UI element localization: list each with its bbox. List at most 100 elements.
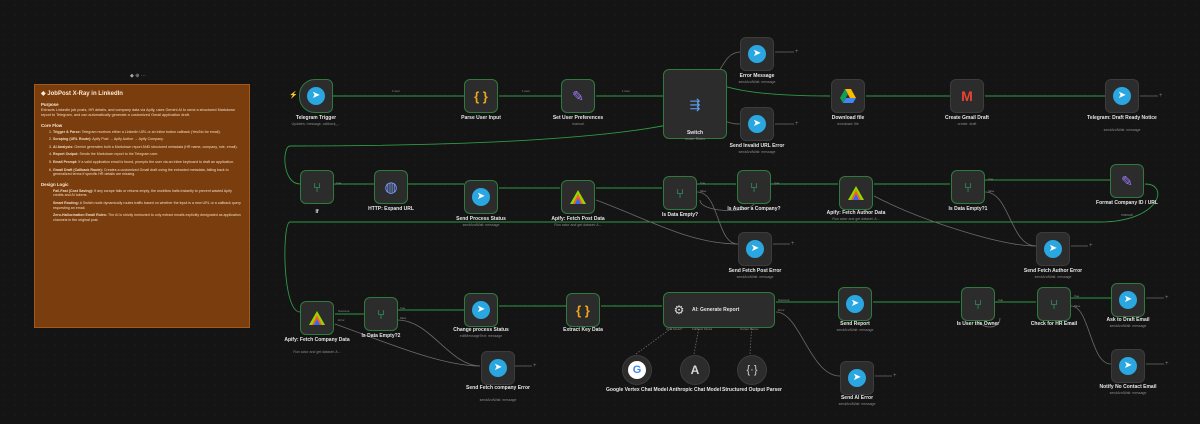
sticky-note[interactable]: ◆ JobPost X-Ray in LinkedIn Purpose Extr… <box>34 84 250 328</box>
node-anthropic[interactable]: A <box>680 355 710 385</box>
if-branch-icon: ⑂ <box>1050 296 1058 312</box>
node-is-data-empty[interactable]: ⑂ <box>663 176 697 210</box>
node-error-message[interactable]: ➤ <box>740 37 774 71</box>
node-http-expand-url[interactable]: ◍ <box>374 170 408 204</box>
code-braces-icon: { } <box>576 302 590 318</box>
node-label: Send Invalid URL Error <box>729 143 785 149</box>
gmail-icon: M <box>961 88 973 104</box>
globe-icon: ◍ <box>384 178 398 196</box>
add-node-plus-icon[interactable]: + <box>795 49 799 55</box>
node-subtitle: download: file <box>837 122 859 126</box>
node-subtitle: sendAndWait: message <box>462 223 500 227</box>
if-branch-icon: ⑂ <box>974 296 982 312</box>
node-extract-key-data[interactable]: { } <box>566 293 600 327</box>
node-send-report[interactable]: ➤ <box>838 287 872 321</box>
node-subtitle: manual <box>572 122 584 126</box>
add-node-plus-icon[interactable]: + <box>1165 361 1169 367</box>
add-node-plus-icon[interactable]: + <box>791 241 795 247</box>
node-send-process-status[interactable]: ➤ <box>464 180 498 214</box>
node-create-gmail-draft[interactable]: M <box>950 79 984 113</box>
node-subtitle: sendAndWait: message <box>736 275 774 279</box>
node-set-user-preferences[interactable]: ✎ <box>561 79 595 113</box>
node-is-data-empty2[interactable]: ⑂ <box>364 297 398 331</box>
node-if[interactable]: ⑂ <box>300 170 334 204</box>
node-label: Is Data Empty? <box>661 212 699 218</box>
node-subtitle: manual <box>1121 213 1133 217</box>
node-send-fetch-company-error[interactable]: ➤ <box>481 351 515 385</box>
telegram-icon: ➤ <box>1113 87 1131 105</box>
edge-parser-ai <box>749 321 753 355</box>
node-telegram-trigger[interactable]: ➤ <box>299 79 333 113</box>
edge-label: 1 item <box>392 89 401 93</box>
node-label: Send Process Status <box>456 216 506 222</box>
node-is-user-owner[interactable]: ⑂ <box>961 287 995 321</box>
note-heading: Design Logic <box>41 181 69 187</box>
node-google-vertex[interactable]: G <box>622 355 652 385</box>
false-label: false <box>1074 304 1081 308</box>
node-is-author-company[interactable]: ⑂ <box>737 170 771 204</box>
note-heading: Purpose <box>41 102 59 107</box>
sub-input-label: Output Parser <box>740 327 759 331</box>
ai-agent-icon: ⚙ <box>673 303 685 317</box>
node-send-invalid-url-error[interactable]: ➤ <box>740 107 774 141</box>
add-node-plus-icon[interactable]: + <box>1165 295 1169 301</box>
design-logic-list: Fail-Fast (Cost Saving): If any scrape f… <box>41 189 243 223</box>
node-label: Is User the Owner <box>956 321 1000 327</box>
telegram-icon: ➤ <box>746 240 764 258</box>
add-node-plus-icon[interactable]: + <box>533 363 537 369</box>
google-icon: G <box>628 361 646 379</box>
node-format-company-id[interactable]: ✎ <box>1110 164 1144 198</box>
node-subtitle: sendAndWait: message <box>1109 324 1147 328</box>
node-subtitle: sendAndWait: message <box>738 80 776 84</box>
node-label: Is Data Empty?1 <box>948 206 988 212</box>
node-label: Anthropic Chat Model <box>669 387 721 393</box>
node-notify-no-contact[interactable]: ➤ <box>1111 349 1145 383</box>
if-branch-icon: ⑂ <box>750 179 758 195</box>
node-label: Send Fetch company Error <box>466 385 530 391</box>
node-check-hr-email[interactable]: ⑂ <box>1037 287 1071 321</box>
add-node-plus-icon[interactable]: + <box>1089 243 1093 249</box>
apify-icon <box>847 185 865 201</box>
node-label: Structured Output Parser <box>721 387 782 393</box>
add-node-plus-icon[interactable]: + <box>893 373 897 379</box>
node-subtitle: sendAndWait: message <box>738 150 776 154</box>
node-label: Is Data Empty?2 <box>361 333 401 339</box>
node-label: Format Company ID / URL <box>1096 200 1158 206</box>
node-label: If <box>315 209 319 215</box>
node-is-data-empty1[interactable]: ⑂ <box>951 170 985 204</box>
telegram-icon: ➤ <box>472 301 490 319</box>
node-send-ai-error[interactable]: ➤ <box>840 361 874 395</box>
telegram-icon: ➤ <box>1119 291 1137 309</box>
telegram-icon: ➤ <box>307 87 325 105</box>
node-label: Switch <box>686 130 704 136</box>
node-ai-generate-report[interactable]: ⚙ AI: Generate Report <box>663 292 775 328</box>
node-apify-fetch-post-data[interactable] <box>561 180 595 214</box>
add-node-plus-icon[interactable]: + <box>795 121 799 127</box>
node-change-process-status[interactable]: ➤ <box>464 293 498 327</box>
note-purpose-text: Extracts LinkedIn job posts, HR details,… <box>41 108 236 117</box>
node-send-fetch-post-error[interactable]: ➤ <box>738 232 772 266</box>
node-subtitle: mode: Rules <box>685 137 705 141</box>
node-label: Is Author a Company? <box>727 206 781 212</box>
node-label: Error Message <box>739 73 775 79</box>
node-apify-fetch-company[interactable] <box>300 301 334 335</box>
anthropic-icon: A <box>690 363 700 377</box>
node-download-file[interactable] <box>831 79 865 113</box>
node-switch[interactable]: ⇶ <box>663 69 727 139</box>
node-send-fetch-author-error[interactable]: ➤ <box>1036 232 1070 266</box>
true-label: true <box>400 306 406 310</box>
node-subtitle: sendAndWait: message <box>1103 128 1141 132</box>
telegram-icon: ➤ <box>1119 357 1137 375</box>
core-flow-list: Trigger & Parse: Telegram receives eithe… <box>41 130 243 177</box>
node-parse-user-input[interactable]: { } <box>464 79 498 113</box>
note-heading: Core Flow <box>41 122 63 128</box>
node-ask-to-draft-email[interactable]: ➤ <box>1111 283 1145 317</box>
node-telegram-draft-ready[interactable]: ➤ <box>1105 79 1139 113</box>
trigger-bolt-icon: ⚡ <box>289 92 298 99</box>
list-item: Scraping (URL Route): Apify Post → Apify… <box>53 137 243 142</box>
note-controls[interactable]: ◆ ⊕ ⋯ <box>130 73 146 79</box>
add-node-plus-icon[interactable]: + <box>1159 93 1163 99</box>
node-structured-parser[interactable]: {·} <box>737 355 767 385</box>
node-apify-fetch-author-data[interactable] <box>839 176 873 210</box>
